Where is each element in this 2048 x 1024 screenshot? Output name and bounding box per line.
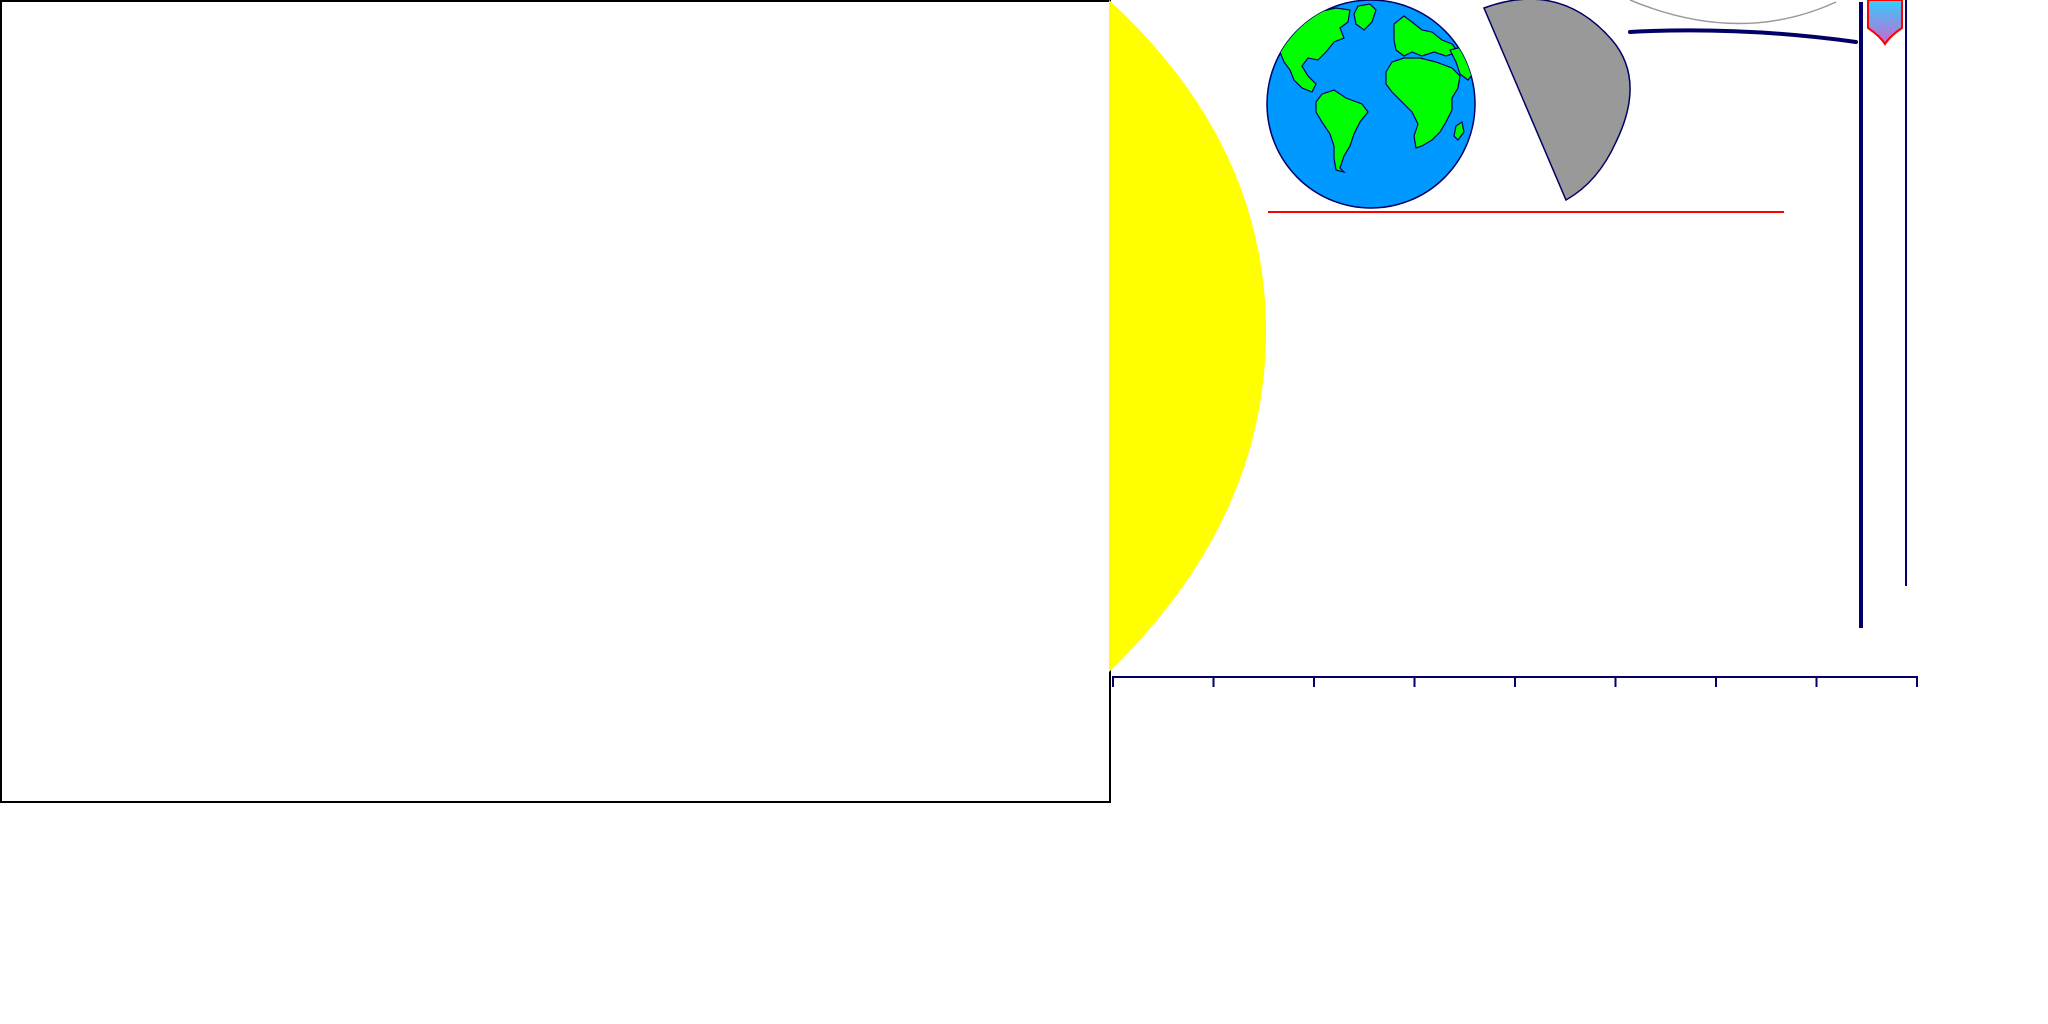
horizontal-ruler (1112, 676, 1918, 687)
canvas-frame (0, 0, 1111, 803)
greenland (1353, 3, 1377, 31)
moon-phase-icon (1483, 0, 1631, 202)
navy-curve (1628, 28, 1858, 44)
earth-globe-icon (1266, 0, 1476, 209)
grey-arc (1629, 0, 1837, 25)
south-america (1315, 89, 1369, 174)
madagascar (1453, 121, 1465, 141)
africa (1385, 57, 1461, 149)
pin-marker-icon (1867, 0, 1903, 46)
sun-icon (1109, 0, 1267, 672)
ruler-ticks (1112, 677, 1918, 687)
